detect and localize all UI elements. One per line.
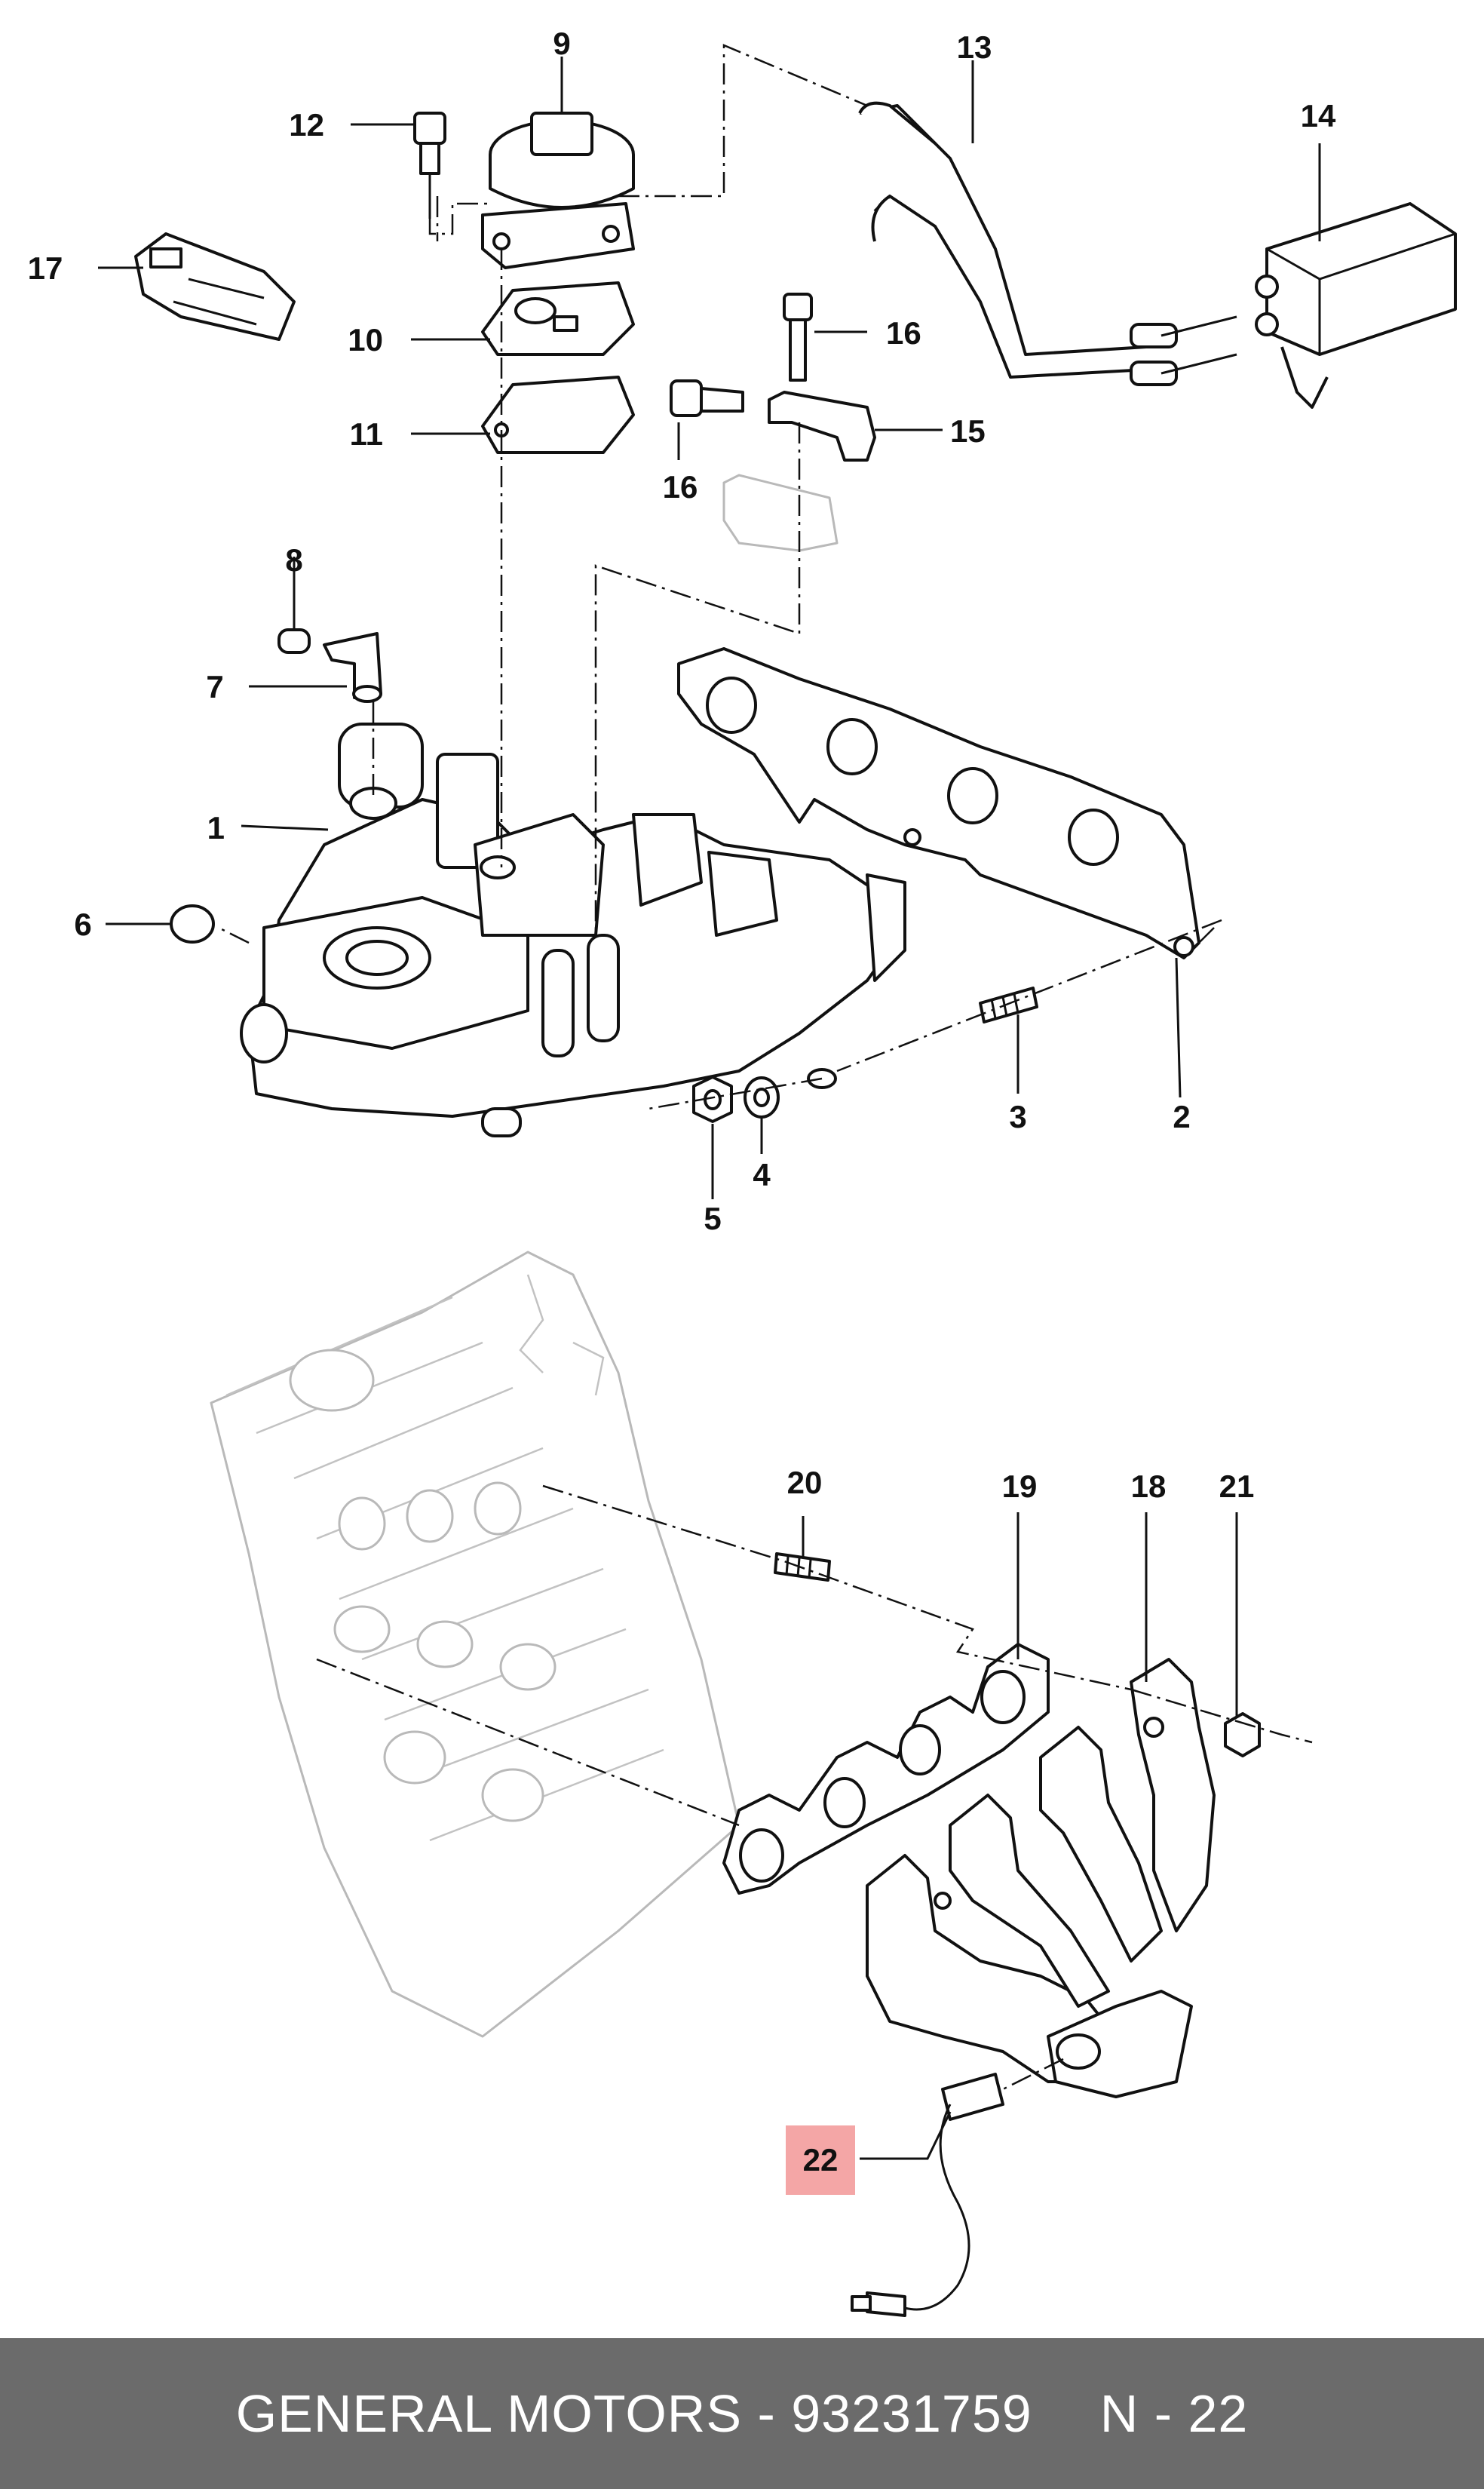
callout-18: 18: [1131, 1469, 1167, 1504]
callout-14: 14: [1301, 98, 1336, 134]
parts-diagram: 1 2 3 4 5 6 7 8 9 10 11 12 13 14 15 16 1…: [28, 26, 1457, 2317]
highlight-box-22: [786, 2125, 855, 2195]
callout-20: 20: [787, 1465, 823, 1500]
callout-16b: 16: [663, 469, 698, 505]
callout-15: 15: [950, 413, 986, 449]
leader-lines: [98, 57, 1321, 2160]
callout-6: 6: [74, 907, 91, 942]
bracket-bolt-horizontal: [670, 379, 744, 417]
engine-block-ghost: [210, 1251, 740, 2038]
callout-3: 3: [1009, 1099, 1026, 1134]
callout-16a: 16: [886, 315, 921, 351]
callout-10: 10: [348, 322, 383, 358]
bracket-bolt-vertical: [783, 293, 813, 382]
callout-8: 8: [285, 542, 302, 578]
callout-11: 11: [350, 416, 383, 452]
egr-adapter-gasket: [481, 376, 635, 454]
callout-21: 21: [1219, 1469, 1255, 1504]
callout-12: 12: [289, 107, 324, 143]
map-sensor: [134, 232, 296, 341]
vacuum-solenoid: [1255, 202, 1457, 409]
footer-part-line: GENERAL MOTORS - 93231759: [235, 2384, 1032, 2443]
callout-5: 5: [704, 1201, 721, 1236]
assembly-lines: [218, 44, 1313, 2091]
egr-bolt: [413, 112, 446, 219]
callout-9: 9: [553, 26, 570, 61]
exhaust-manifold: [866, 1658, 1216, 2098]
stud: [979, 987, 1038, 1024]
callout-1: 1: [207, 810, 225, 846]
intake-manifold: [240, 723, 906, 1137]
callout-labels: 1 2 3 4 5 6 7 8 9 10 11 12 13 14 15 16 1…: [28, 26, 1336, 2177]
callout-17: 17: [28, 250, 63, 286]
callout-22: 22: [803, 2142, 839, 2177]
oxygen-sensor: [851, 2073, 1004, 2317]
washer: [744, 1076, 780, 1119]
callout-19: 19: [1002, 1469, 1038, 1504]
callout-7: 7: [206, 669, 223, 704]
vacuum-hoses: [858, 101, 1237, 386]
exhaust-gasket: [722, 1643, 1050, 1895]
footer-bar: GENERAL MOTORS - 93231759 N - 22: [0, 2338, 1484, 2489]
intake-gasket: [677, 647, 1200, 959]
callout-2: 2: [1173, 1099, 1190, 1134]
footer-page-ref: N - 22: [1099, 2384, 1249, 2443]
callout-13: 13: [957, 29, 992, 65]
egr-valve: [481, 112, 635, 269]
breather-fitting: [323, 632, 382, 703]
nut: [692, 1076, 733, 1123]
plug: [170, 904, 215, 944]
egr-gasket: [481, 281, 635, 356]
bracket: [722, 391, 876, 552]
breather-cap: [277, 628, 311, 654]
callout-4: 4: [753, 1157, 771, 1192]
exhaust-nut: [1224, 1712, 1261, 1757]
